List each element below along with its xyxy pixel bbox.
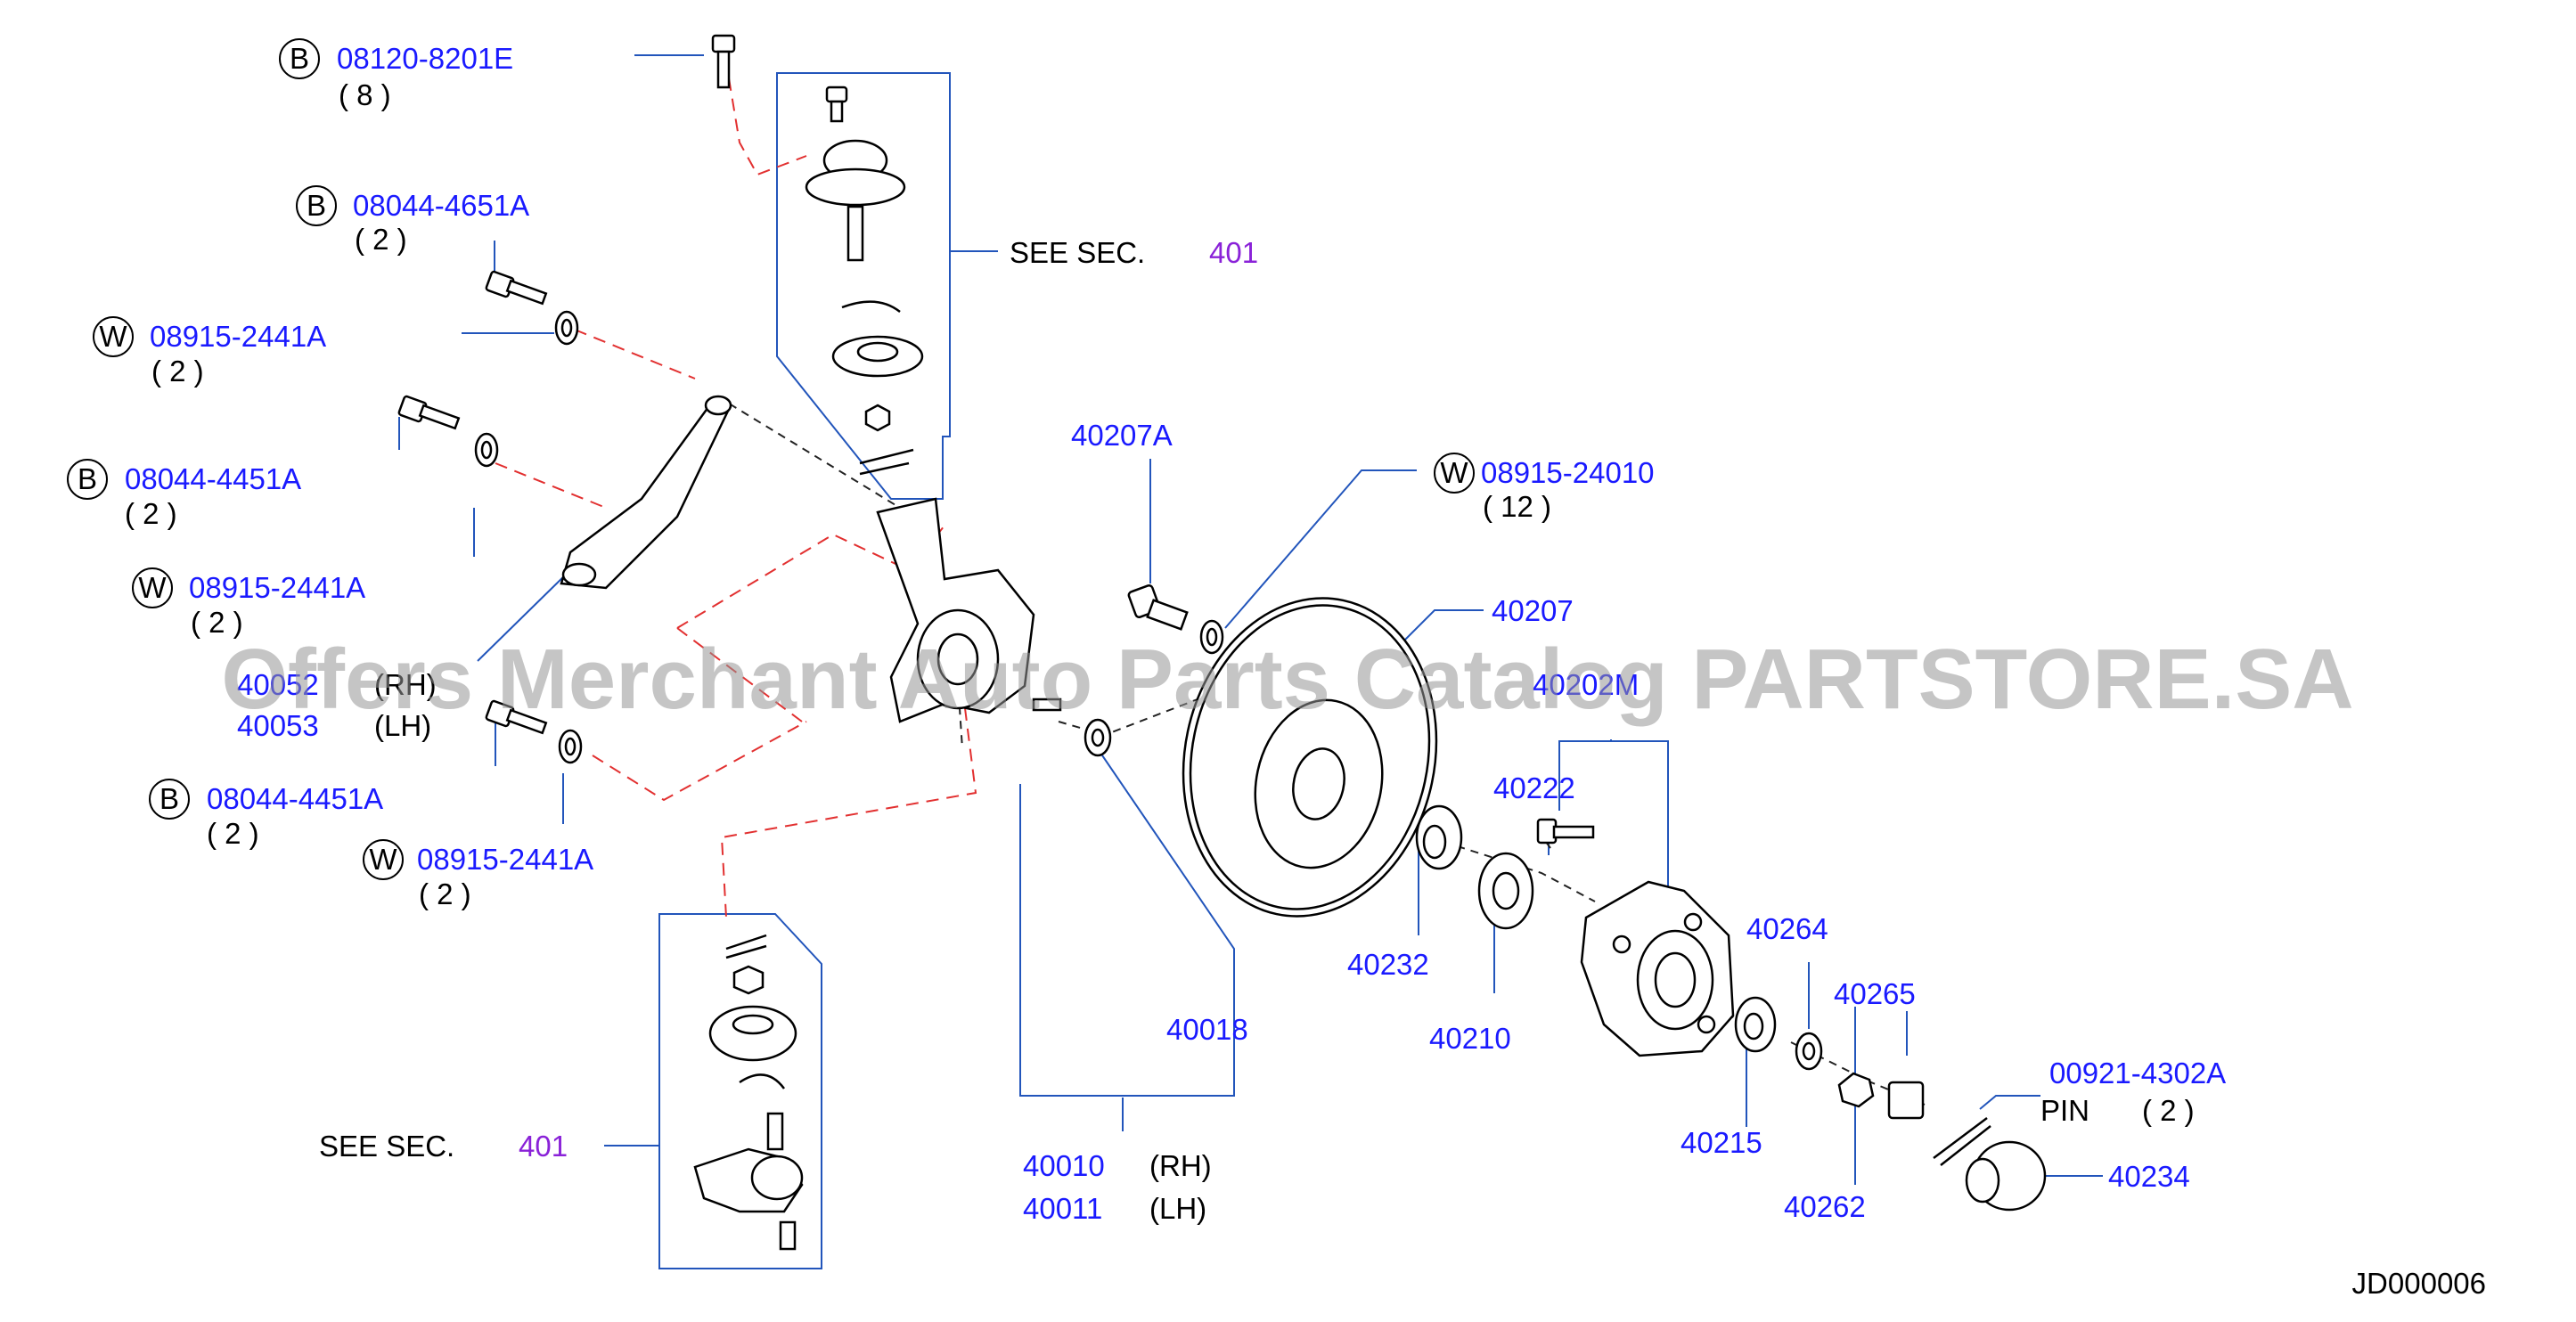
brake-disc-40207 (1182, 597, 1438, 918)
washer-40264 (1795, 1032, 1823, 1071)
bolt-08120 (711, 34, 736, 89)
part-40010[interactable]: 40010 (1023, 1149, 1105, 1182)
qty-2-e: ( 2 ) (207, 817, 259, 850)
lh-label-1: (LH) (374, 709, 431, 742)
marker-w-08915a: W (93, 316, 134, 357)
leader-lines (398, 54, 2103, 1185)
bearing-40210 (1477, 852, 1534, 930)
part-40265[interactable]: 40265 (1834, 977, 1916, 1010)
svg-text:W: W (138, 571, 167, 604)
bolt-08044-4451A-upper (397, 395, 461, 430)
marker-b-08044b: B (67, 459, 108, 500)
cotter-pin-00921 (1933, 1117, 1991, 1166)
qty-12: ( 12 ) (1483, 490, 1551, 523)
marker-b-08120: B (279, 38, 320, 79)
part-08044-4651A[interactable]: 08044-4651A (353, 189, 529, 222)
part-40222[interactable]: 40222 (1493, 771, 1575, 804)
washer-08915-c (558, 729, 583, 764)
part-00921-4302A[interactable]: 00921-4302A (2049, 1057, 2226, 1089)
qty-2-d: ( 2 ) (191, 606, 243, 639)
washer-40018 (1084, 718, 1112, 757)
part-08120-8201E[interactable]: 08120-8201E (337, 42, 513, 75)
part-08044-4451A-a[interactable]: 08044-4451A (125, 462, 301, 495)
steering-knuckle (876, 497, 1062, 723)
watermark: Offers Merchant Auto Parts Catalog PARTS… (221, 632, 2353, 727)
pin-label: PIN (2040, 1094, 2089, 1127)
nut-cap-40265 (1887, 1081, 1925, 1120)
part-40207[interactable]: 40207 (1492, 594, 1574, 627)
qty-2-c: ( 2 ) (125, 497, 177, 530)
part-08915-2441A-c[interactable]: 08915-2441A (417, 843, 593, 876)
part-40210[interactable]: 40210 (1429, 1022, 1511, 1055)
part-40234[interactable]: 40234 (2108, 1160, 2190, 1193)
washer-08915-b (474, 432, 499, 468)
part-40232[interactable]: 40232 (1347, 948, 1429, 981)
see-sec-label-lower: SEE SEC. (319, 1130, 454, 1163)
marker-w-08915c: W (363, 839, 404, 880)
rh-label-2: (RH) (1149, 1149, 1212, 1182)
part-40052[interactable]: 40052 (237, 668, 319, 701)
hub-bolt-40222 (1536, 818, 1595, 845)
bolt-40207A (1127, 583, 1189, 631)
part-40202M[interactable]: 40202M (1533, 668, 1639, 701)
marker-w-08915d: W (1434, 453, 1475, 494)
svg-text:B: B (290, 42, 309, 75)
upper-ball-joint (805, 86, 924, 476)
part-40018[interactable]: 40018 (1166, 1013, 1248, 1046)
svg-text:W: W (1440, 456, 1468, 489)
bolt-08044-4651A (485, 270, 548, 306)
svg-text:W: W (99, 320, 127, 353)
lower-ball-joint (693, 934, 804, 1251)
qty-2-b: ( 2 ) (151, 355, 204, 388)
part-40053[interactable]: 40053 (237, 709, 319, 742)
bearing-40232 (1415, 804, 1463, 870)
part-40262[interactable]: 40262 (1784, 1190, 1866, 1223)
qty-2-a: ( 2 ) (355, 223, 407, 256)
bearing-40215 (1734, 996, 1777, 1053)
qty-8: ( 8 ) (339, 78, 391, 111)
part-08915-24010[interactable]: 08915-24010 (1481, 456, 1655, 489)
see-sec-bracket-lower (604, 913, 822, 1269)
lh-label-2: (LH) (1149, 1192, 1206, 1225)
see-sec-label-upper: SEE SEC. (1010, 236, 1145, 269)
section-ref-401-lower[interactable]: 401 (519, 1130, 568, 1163)
part-40011[interactable]: 40011 (1023, 1192, 1102, 1225)
part-40264[interactable]: 40264 (1746, 912, 1828, 945)
marker-w-08915b: W (132, 567, 173, 608)
marker-b-08044c: B (149, 779, 190, 820)
svg-text:W: W (369, 843, 397, 876)
washer-08915-24010 (1199, 619, 1224, 655)
washer-08915-a (554, 310, 579, 346)
section-ref-401-upper[interactable]: 401 (1209, 236, 1258, 269)
rh-label-1: (RH) (374, 668, 437, 701)
qty-2-g: ( 2 ) (2142, 1094, 2195, 1127)
part-08915-2441A-a[interactable]: 08915-2441A (150, 320, 326, 353)
part-08915-2441A-b[interactable]: 08915-2441A (189, 571, 365, 604)
see-sec-bracket-upper (776, 72, 998, 500)
diagram-id: JD000006 (2352, 1267, 2486, 1300)
svg-text:B: B (307, 189, 326, 222)
grease-cap-40234 (1965, 1140, 2047, 1212)
wheel-hub-40202M (1580, 880, 1735, 1057)
part-40215[interactable]: 40215 (1681, 1126, 1762, 1159)
qty-2-f: ( 2 ) (419, 877, 471, 910)
bolt-08044-4451A-lower (485, 699, 548, 735)
part-40207A[interactable]: 40207A (1071, 419, 1173, 452)
svg-text:B: B (159, 782, 179, 815)
marker-b-08044a: B (296, 185, 337, 226)
svg-text:B: B (78, 462, 97, 495)
steering-arm (560, 395, 732, 590)
part-08044-4451A-b[interactable]: 08044-4451A (207, 782, 383, 815)
nut-40262 (1837, 1072, 1875, 1108)
